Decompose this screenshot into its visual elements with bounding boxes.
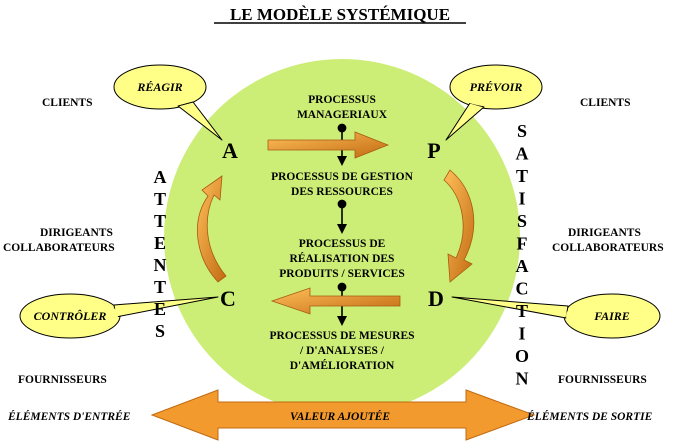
callout-faire-label: FAIRE — [593, 309, 630, 323]
attentes-letter: T — [154, 277, 166, 297]
satisfaction-letter: N — [516, 369, 529, 389]
right-elements-sortie-label: ÉLÉMENTS DE SORTIE — [526, 409, 653, 423]
process-realisation-line2: RÉALISATION DES — [290, 251, 395, 265]
arrow-p-to-d — [443, 169, 475, 283]
satisfaction-letter: T — [516, 166, 528, 186]
valeur-ajoutee-arrow — [150, 389, 536, 441]
attentes-letter: T — [154, 189, 166, 209]
satisfaction-letter: A — [516, 144, 529, 164]
callout-prevoir: PRÉVOIR — [445, 64, 543, 141]
pdca-letter-p: P — [427, 138, 440, 163]
process-realisation-line1: PROCESSUS DE — [299, 238, 386, 250]
process-circle — [164, 59, 520, 415]
arrow-a-to-p — [267, 131, 390, 159]
arrow-d-to-c — [270, 287, 401, 315]
right-fournisseurs-label: FOURNISSEURS — [558, 374, 647, 386]
callout-reagir-label: RÉAGIR — [136, 80, 182, 94]
satisfaction-letter: I — [518, 324, 525, 344]
satisfaction-letter: T — [516, 301, 528, 321]
process-managerial-line2: MANAGERIAUX — [297, 109, 388, 121]
arrow-c-to-a — [197, 175, 227, 283]
attentes-letter: E — [154, 233, 166, 253]
pdca-letter-d: D — [428, 286, 444, 311]
left-collaborateurs-label: COLLABORATEURS — [3, 242, 115, 254]
callout-controler: CONTRÔLER — [19, 293, 219, 339]
right-dirigeants-label: DIRIGEANTS — [568, 227, 641, 239]
satisfaction-letter: F — [517, 234, 528, 254]
process-realisation-line3: PRODUITS / SERVICES — [279, 268, 405, 280]
process-mesures-line1: PROCESSUS DE MESURES — [269, 330, 414, 342]
left-fournisseurs-label: FOURNISSEURS — [18, 374, 107, 386]
pdca-letter-a: A — [222, 138, 238, 163]
attentes-letter: N — [154, 255, 167, 275]
page-title: LE MODÈLE SYSTÉMIQUE — [230, 5, 450, 24]
satisfaction-letter: S — [517, 211, 527, 231]
callout-faire: FAIRE — [451, 293, 661, 339]
process-ressources-line2: DES RESSOURCES — [291, 186, 393, 198]
process-managerial-line1: PROCESSUS — [308, 94, 376, 106]
callout-reagir: RÉAGIR — [113, 64, 223, 141]
satisfaction-letter: C — [516, 279, 529, 299]
left-clients-label: CLIENTS — [42, 97, 93, 109]
process-mesures-line2: / D'ANALYSES / — [299, 345, 385, 357]
attentes-letter: A — [154, 167, 167, 187]
right-clients-label: CLIENTS — [580, 97, 631, 109]
satisfaction-letter: I — [518, 189, 525, 209]
process-mesures-line3: D'AMÉLIORATION — [290, 358, 395, 372]
valeur-ajoutee-label: VALEUR AJOUTÉE — [290, 409, 390, 423]
satisfaction-letter: O — [515, 346, 529, 366]
satisfaction-letter: A — [516, 256, 529, 276]
callout-controler-label: CONTRÔLER — [34, 309, 107, 323]
left-dirigeants-label: DIRIGEANTS — [40, 227, 113, 239]
pdca-letter-c: C — [220, 286, 236, 311]
attentes-letter: T — [154, 211, 166, 231]
right-collaborateurs-label: COLLABORATEURS — [552, 242, 664, 254]
satisfaction-letter: S — [517, 121, 527, 141]
process-ressources-line1: PROCESSUS DE GESTION — [271, 171, 414, 183]
left-elements-entree-label: ÉLÉMENTS D'ENTRÉE — [7, 409, 131, 423]
attentes-letter: S — [155, 321, 165, 341]
process-flow-connectors — [337, 123, 347, 326]
attentes-letter: E — [154, 299, 166, 319]
callout-prevoir-label: PRÉVOIR — [470, 80, 523, 94]
